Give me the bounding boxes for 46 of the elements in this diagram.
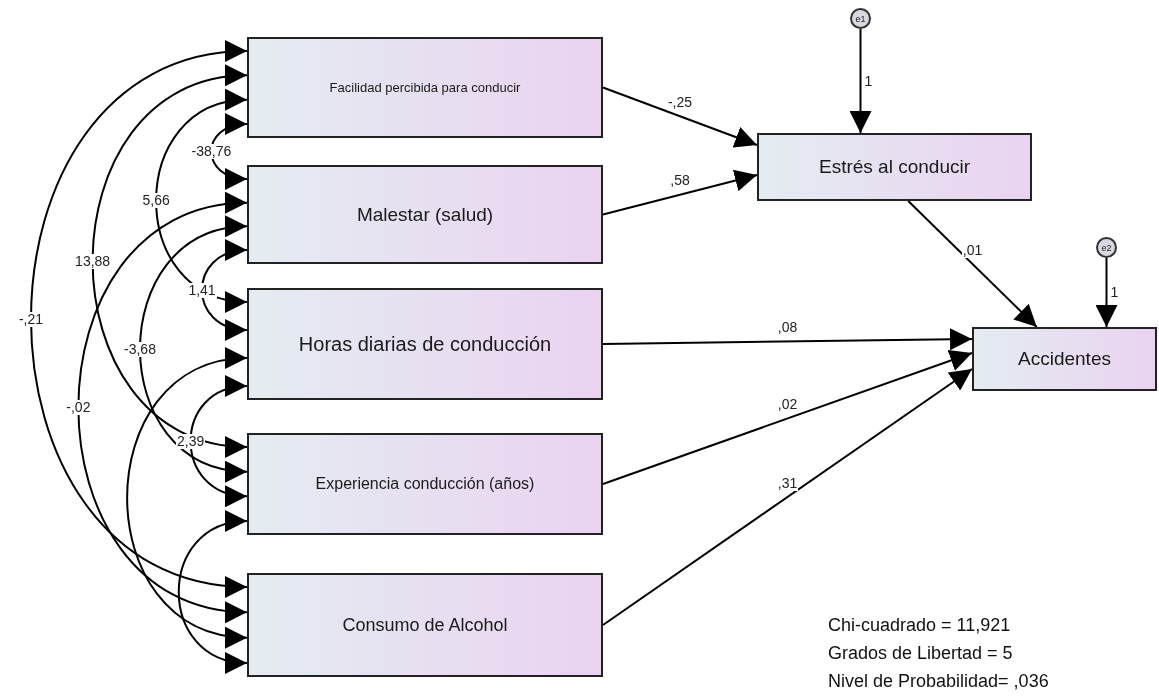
variable-box: Horas diarias de conducción	[247, 288, 603, 400]
variable-box: Experiencia conducción (años)	[247, 433, 603, 535]
error-term-circle: e2	[1096, 237, 1117, 258]
edge-label: 13,88	[74, 253, 112, 269]
edge-label: 5,66	[141, 193, 171, 209]
arrow	[1095, 257, 1118, 328]
edge-label: -,25	[666, 94, 694, 110]
arrow	[155, 91, 248, 310]
arrow	[602, 350, 973, 485]
arrow	[30, 43, 248, 595]
edge-label: -3,68	[123, 341, 157, 357]
edge-label: 2,39	[176, 433, 206, 449]
arrow	[602, 328, 973, 351]
variable-box: Facilidad percibida para conducir	[247, 37, 603, 138]
edge-label: ,01	[961, 242, 984, 258]
variable-box: Consumo de Alcohol	[247, 573, 603, 677]
arrow	[907, 200, 1038, 328]
edge-label: ,08	[776, 320, 799, 335]
arrow	[201, 241, 248, 339]
arrow	[602, 368, 973, 626]
arrow	[849, 28, 872, 134]
variable-box: Malestar (salud)	[247, 165, 603, 264]
edge-label: ,58	[669, 173, 691, 189]
variable-box: Estrés al conducir	[757, 133, 1032, 201]
edge-label: ,31	[776, 475, 799, 491]
edge-label: 1	[863, 73, 874, 89]
edge-label: 1,41	[187, 282, 217, 298]
arrow	[177, 513, 248, 671]
fit-statistic: Chi-cuadrado = 11,921	[828, 614, 1011, 636]
edge-label: 1	[1109, 285, 1120, 300]
fit-statistic: Grados de Libertad = 5	[828, 642, 1013, 664]
fit-statistic: Nivel de Probabilidad= ,036	[828, 670, 1049, 692]
arrow	[602, 86, 758, 148]
edge-label: -38,76	[190, 144, 233, 159]
edge-label: -,02	[65, 400, 92, 415]
arrow	[126, 350, 248, 646]
arrow	[602, 169, 758, 216]
arrow	[91, 67, 248, 455]
arrow	[189, 377, 248, 505]
variable-box: Accidentes	[972, 327, 1157, 391]
edge-label: ,02	[776, 397, 799, 412]
edge-label: -,21	[17, 311, 45, 327]
arrow	[210, 115, 248, 188]
error-term-circle: e1	[850, 8, 871, 29]
arrow	[77, 195, 248, 620]
arrow	[139, 218, 248, 480]
